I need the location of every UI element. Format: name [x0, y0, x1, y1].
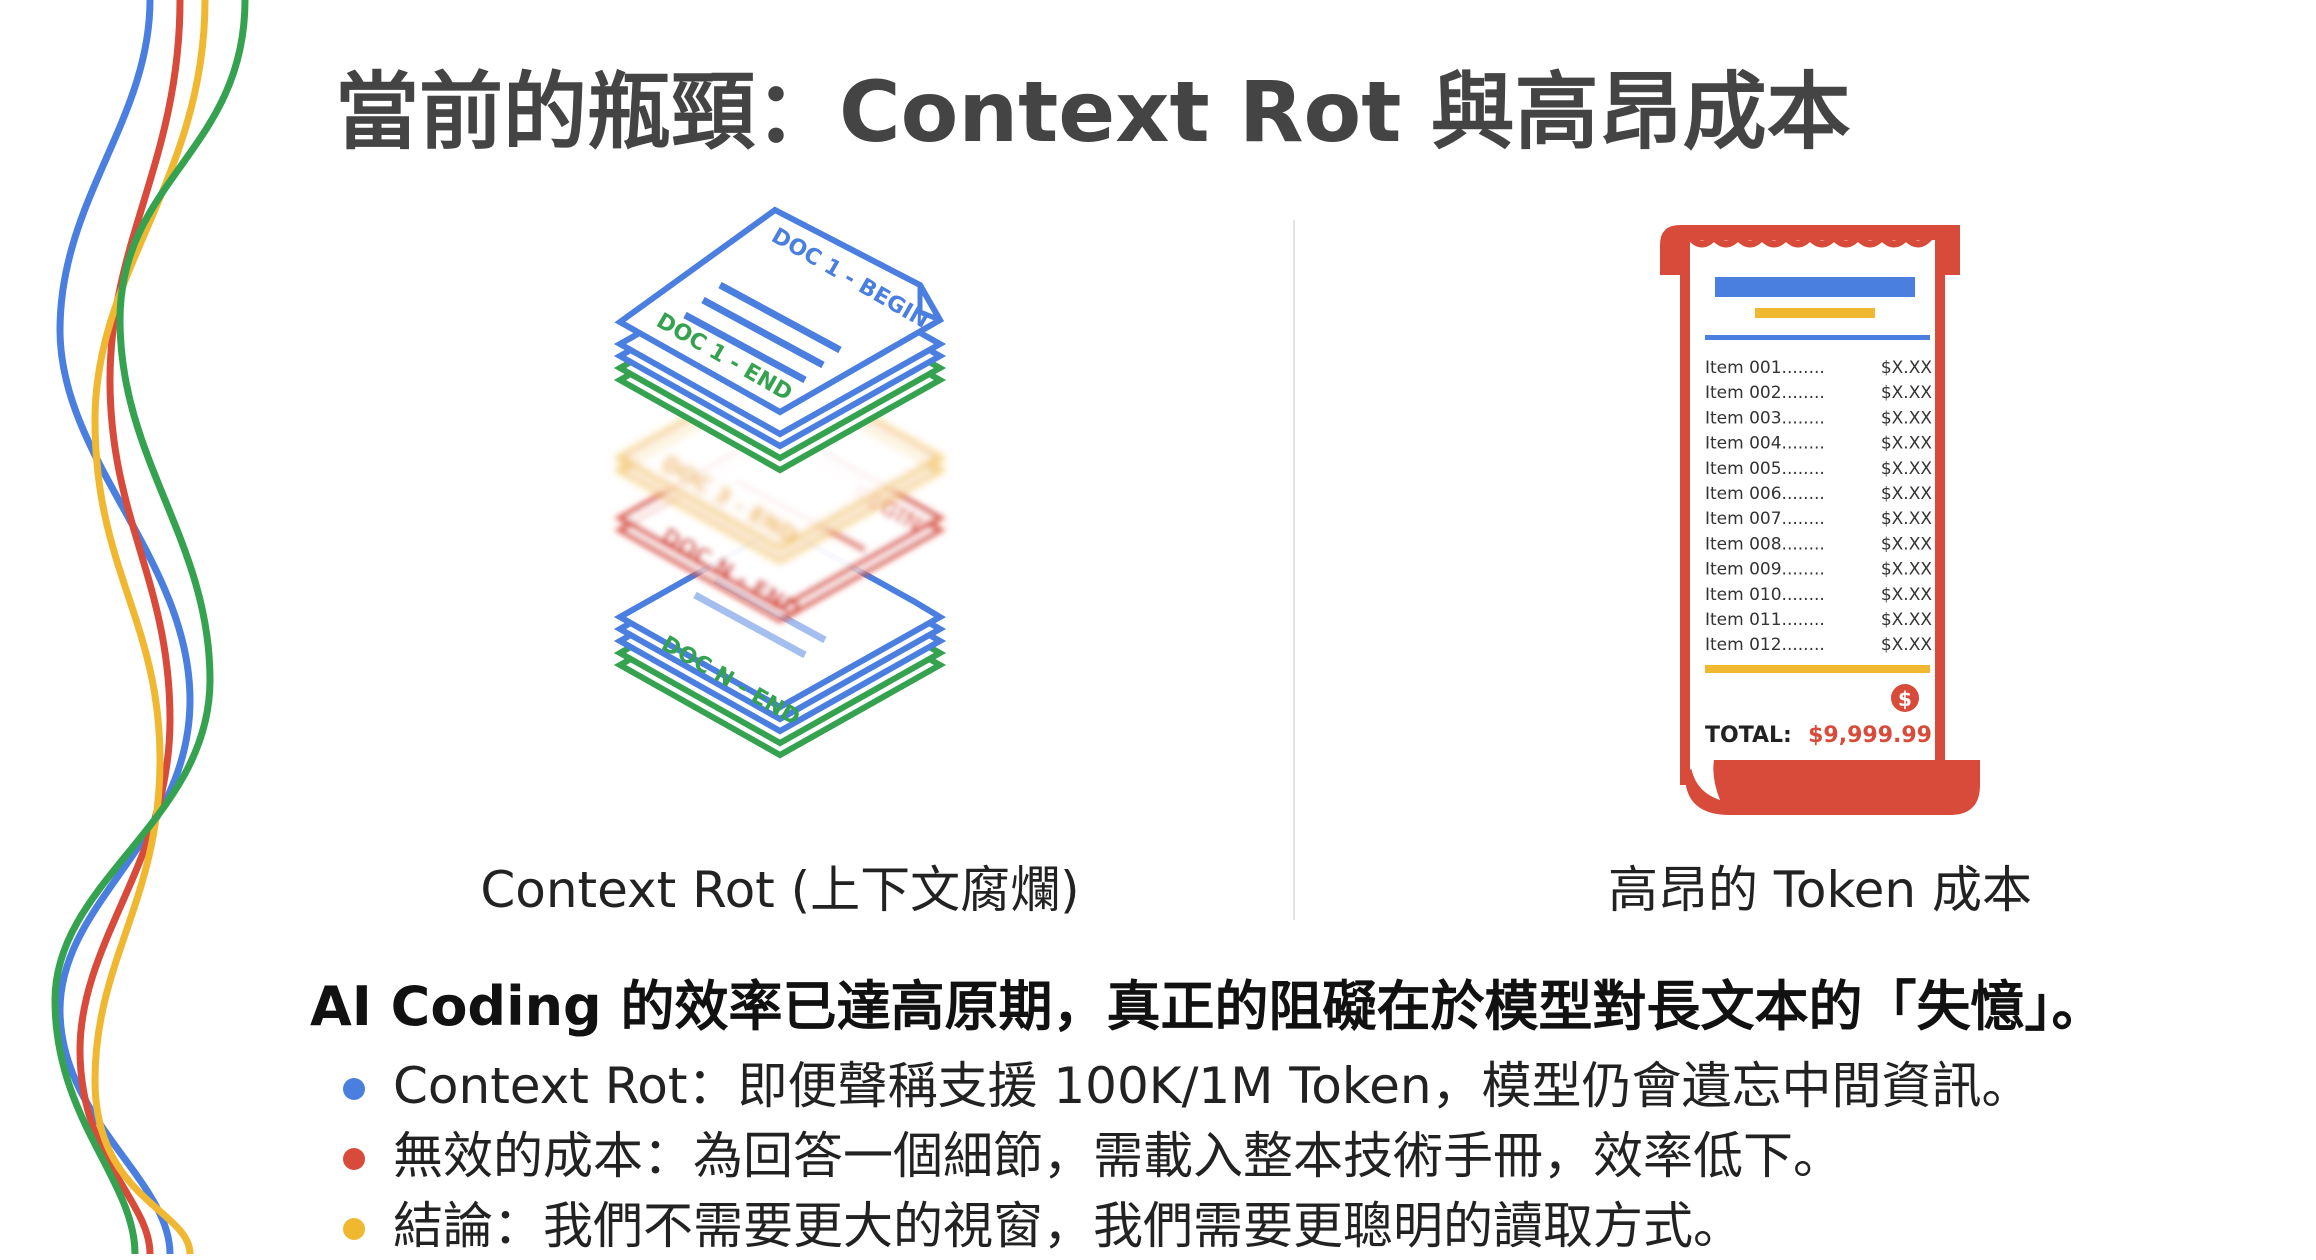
bullet-item: Context Rot：即便聲稱支援 100K/1M Token，模型仍會遺忘中…: [343, 1052, 2043, 1120]
receipt-illustration: Item 001........ $X.XX Item 002........ $X.…: [1660, 225, 1980, 815]
summary-statement: AI Coding 的效率已達高原期，真正的阻礙在於模型對長文本的「失憶」。: [310, 975, 2106, 1038]
receipt-item-name: Item 005........: [1705, 459, 1825, 479]
receipt-items: Item 001........ $X.XX Item 002........ $X.…: [1705, 358, 1932, 655]
dollar-badge-icon: [1891, 684, 1919, 712]
yellow-bullet-icon: [343, 1218, 365, 1240]
receipt-item-row: Item 012........ $X.XX: [1705, 635, 1932, 655]
context-rot-caption: Context Rot (上下文腐爛): [480, 861, 1080, 919]
receipt-item-name: Item 012........: [1705, 635, 1825, 655]
token-cost-caption: 高昂的 Token 成本: [1607, 861, 2033, 919]
receipt-item-row: Item 002........ $X.XX: [1705, 383, 1932, 403]
stacked-documents-illustration: DOC N - END DOC N - END BEGIN DOC 3 - EN…: [613, 206, 947, 759]
receipt-item-price: $X.XX: [1881, 459, 1933, 479]
bullet-item: 無效的成本：為回答一個細節，需載入整本技術手冊，效率低下。: [343, 1122, 2043, 1190]
receipt-item-row: Item 008........ $X.XX: [1705, 534, 1932, 554]
receipt-item-name: Item 006........: [1705, 484, 1825, 504]
receipt-item-row: Item 007........ $X.XX: [1705, 509, 1932, 529]
receipt-item-row: Item 009........ $X.XX: [1705, 560, 1932, 580]
receipt-item-name: Item 002........: [1705, 383, 1825, 403]
receipt-total-label: TOTAL:: [1705, 723, 1792, 748]
bullet-text: 無效的成本：為回答一個細節，需載入整本技術手冊，效率低下。: [393, 1127, 1843, 1185]
receipt-item-name: Item 004........: [1705, 434, 1825, 454]
receipt-item-name: Item 010........: [1705, 585, 1825, 605]
receipt-item-row: Item 010........ $X.XX: [1705, 585, 1932, 605]
receipt-item-name: Item 001........: [1705, 358, 1825, 378]
receipt-item-row: Item 003........ $X.XX: [1705, 408, 1932, 428]
receipt-item-price: $X.XX: [1881, 585, 1933, 605]
receipt-item-name: Item 008........: [1705, 534, 1825, 554]
bullet-text: 結論：我們不需要更大的視窗，我們需要更聰明的讀取方式。: [393, 1197, 1743, 1255]
receipt-item-price: $X.XX: [1881, 383, 1933, 403]
receipt-item-row: Item 004........ $X.XX: [1705, 434, 1932, 454]
receipt-item-row: Item 006........ $X.XX: [1705, 484, 1932, 504]
bullet-item: 結論：我們不需要更大的視窗，我們需要更聰明的讀取方式。: [343, 1192, 2043, 1260]
receipt-item-price: $X.XX: [1881, 358, 1933, 378]
receipt-item-row: Item 001........ $X.XX: [1705, 358, 1932, 378]
receipt-item-price: $X.XX: [1881, 560, 1933, 580]
receipt-item-price: $X.XX: [1881, 509, 1933, 529]
red-bullet-icon: [343, 1148, 365, 1170]
top-document-stack: DOC 1 - BEGIN DOC 1 - END: [613, 206, 947, 474]
receipt-total-value: $9,999.99: [1808, 723, 1932, 748]
page-title: 當前的瓶頸：Context Rot 與高昂成本: [335, 63, 1851, 161]
bullet-text: Context Rot：即便聲稱支援 100K/1M Token，模型仍會遺忘中…: [393, 1057, 2032, 1115]
svg-text:$: $: [1898, 687, 1912, 711]
receipt-item-price: $X.XX: [1881, 484, 1933, 504]
receipt-item-name: Item 011........: [1705, 610, 1825, 630]
receipt-item-name: Item 009........: [1705, 560, 1825, 580]
receipt-item-price: $X.XX: [1881, 434, 1933, 454]
receipt-item-price: $X.XX: [1881, 635, 1933, 655]
receipt-item-price: $X.XX: [1881, 610, 1933, 630]
receipt-item-price: $X.XX: [1881, 408, 1933, 428]
blue-bullet-icon: [343, 1078, 365, 1100]
receipt-item-row: Item 005........ $X.XX: [1705, 459, 1932, 479]
vertical-divider: [1293, 220, 1295, 920]
decorative-wavy-lines: [51, 0, 249, 1254]
receipt-item-price: $X.XX: [1881, 534, 1933, 554]
receipt-item-name: Item 003........: [1705, 408, 1825, 428]
receipt-item-row: Item 011........ $X.XX: [1705, 610, 1932, 630]
receipt-item-name: Item 007........: [1705, 509, 1825, 529]
